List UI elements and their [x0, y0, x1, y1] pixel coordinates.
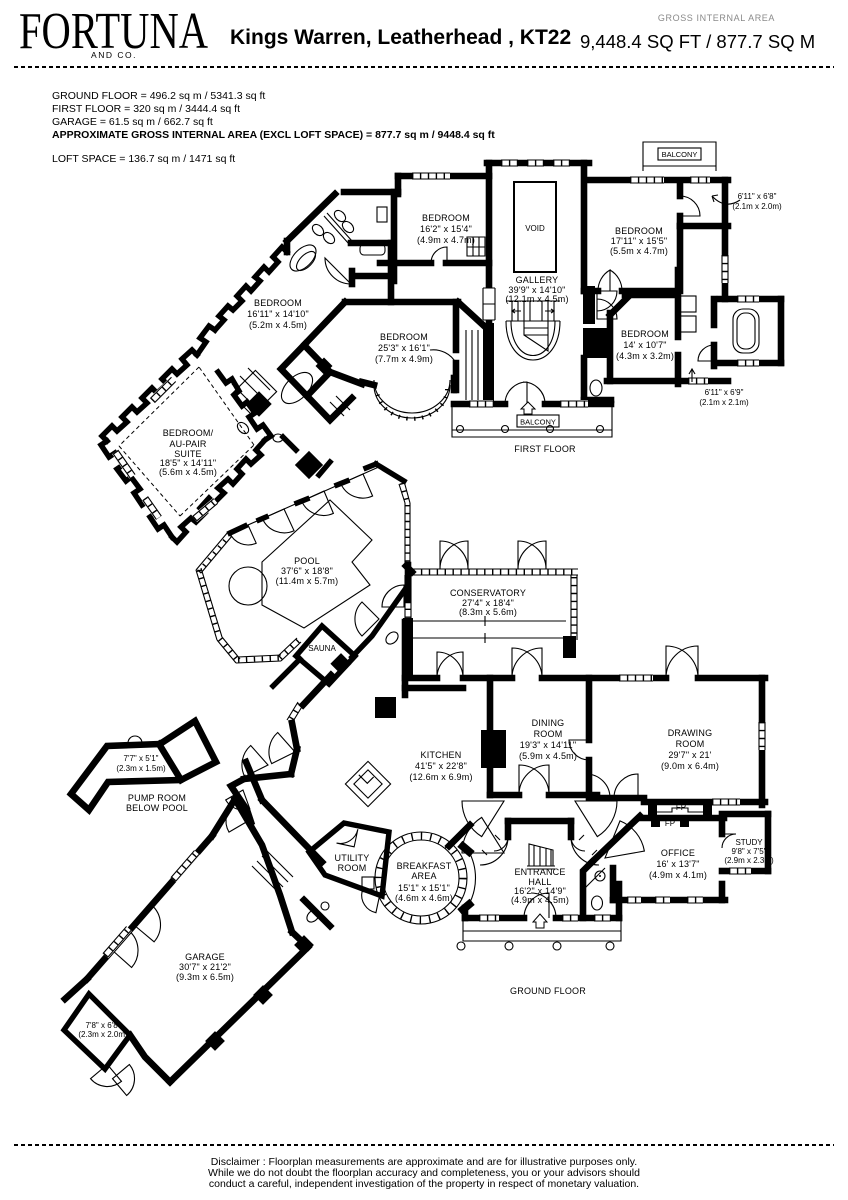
- svg-text:OFFICE: OFFICE: [661, 848, 695, 858]
- svg-text:29'7" x 21': 29'7" x 21': [668, 750, 711, 760]
- svg-text:GROSS INTERNAL AREA: GROSS INTERNAL AREA: [658, 13, 775, 23]
- svg-text:16' x 13'7": 16' x 13'7": [656, 859, 699, 869]
- svg-text:(4.9m x 4.1m): (4.9m x 4.1m): [649, 870, 707, 880]
- svg-text:FP: FP: [665, 819, 675, 828]
- svg-text:7'8" x 6'8": 7'8" x 6'8": [86, 1021, 121, 1030]
- svg-text:BALCONY: BALCONY: [662, 150, 698, 159]
- svg-text:KITCHEN: KITCHEN: [421, 750, 462, 760]
- svg-text:HALL: HALL: [528, 877, 551, 887]
- svg-text:39'9" x 14'10": 39'9" x 14'10": [508, 285, 565, 295]
- svg-text:(4.6m x 4.6m): (4.6m x 4.6m): [395, 893, 453, 903]
- svg-text:(4.3m x 3.2m): (4.3m x 3.2m): [616, 351, 674, 361]
- svg-text:41'5" x 22'8": 41'5" x 22'8": [415, 761, 467, 771]
- svg-text:6'11" x 6'9": 6'11" x 6'9": [705, 388, 744, 397]
- svg-text:Kings Warren, Leatherhead , KT: Kings Warren, Leatherhead , KT22: [230, 26, 571, 49]
- svg-text:16'2" x 14'9": 16'2" x 14'9": [514, 886, 566, 896]
- svg-text:9,448.4 SQ FT / 877.7 SQ M: 9,448.4 SQ FT / 877.7 SQ M: [580, 31, 815, 52]
- svg-text:18'5" x 14'11": 18'5" x 14'11": [160, 458, 217, 468]
- svg-text:27'4" x 18'4": 27'4" x 18'4": [462, 598, 514, 608]
- svg-text:BALCONY: BALCONY: [520, 418, 556, 427]
- svg-text:UTILITY: UTILITY: [335, 853, 370, 863]
- svg-text:BEDROOM: BEDROOM: [380, 332, 428, 342]
- svg-text:(5.9m x 4.5m): (5.9m x 4.5m): [519, 751, 577, 761]
- svg-text:LOFT SPACE = 136.7 sq m / 1471: LOFT SPACE = 136.7 sq m / 1471 sq ft: [52, 153, 235, 165]
- svg-text:16'2" x 15'4": 16'2" x 15'4": [420, 224, 472, 234]
- svg-text:37'6" x 18'8": 37'6" x 18'8": [281, 566, 333, 576]
- svg-text:BEDROOM: BEDROOM: [615, 226, 663, 236]
- svg-text:VOID: VOID: [525, 224, 545, 233]
- svg-text:(9.0m x 6.4m): (9.0m x 6.4m): [661, 761, 719, 771]
- svg-text:16'11" x 14'10": 16'11" x 14'10": [247, 309, 309, 319]
- svg-text:ROOM: ROOM: [338, 863, 367, 873]
- svg-text:(11.4m x 5.7m): (11.4m x 5.7m): [276, 576, 339, 586]
- svg-text:7'7" x 5'1": 7'7" x 5'1": [124, 754, 159, 763]
- svg-text:19'3" x 14'11": 19'3" x 14'11": [520, 740, 577, 750]
- svg-text:GARAGE = 61.5 sq m / 662.7 sq: GARAGE = 61.5 sq m / 662.7 sq ft: [52, 116, 213, 128]
- svg-text:(5.5m x 4.7m): (5.5m x 4.7m): [610, 246, 668, 256]
- svg-text:DINING: DINING: [532, 718, 565, 728]
- svg-text:BEDROOM/: BEDROOM/: [163, 428, 214, 438]
- svg-text:FIRST FLOOR = 320 sq m / 3444.: FIRST FLOOR = 320 sq m / 3444.4 sq ft: [52, 103, 240, 115]
- svg-text:(12.1m x 4.5m): (12.1m x 4.5m): [505, 294, 568, 304]
- svg-text:DRAWING: DRAWING: [668, 728, 713, 738]
- svg-text:GROUND FLOOR = 496.2 sq m / 53: GROUND FLOOR = 496.2 sq m / 5341.3 sq ft: [52, 90, 265, 102]
- svg-text:(12.6m x 6.9m): (12.6m x 6.9m): [409, 772, 472, 782]
- svg-text:(4.9m x 4.5m): (4.9m x 4.5m): [511, 895, 569, 905]
- svg-text:AU-PAIR: AU-PAIR: [169, 439, 207, 449]
- svg-text:9'8" x 7'5": 9'8" x 7'5": [732, 847, 767, 856]
- svg-text:(9.3m x 6.5m): (9.3m x 6.5m): [176, 972, 234, 982]
- svg-text:AND CO.: AND CO.: [91, 50, 137, 60]
- svg-text:GALLERY: GALLERY: [516, 275, 559, 285]
- svg-text:BEDROOM: BEDROOM: [254, 298, 302, 308]
- svg-text:ROOM: ROOM: [676, 739, 705, 749]
- svg-text:Disclaimer : Floorplan measure: Disclaimer : Floorplan measurements are …: [211, 1156, 637, 1168]
- svg-text:BEDROOM: BEDROOM: [422, 213, 470, 223]
- svg-text:(5.2m x 4.5m): (5.2m x 4.5m): [249, 320, 307, 330]
- svg-text:SAUNA: SAUNA: [308, 644, 336, 653]
- svg-text:STUDY: STUDY: [735, 838, 763, 847]
- svg-text:PUMP ROOM: PUMP ROOM: [128, 793, 186, 803]
- svg-text:(5.6m x 4.5m): (5.6m x 4.5m): [159, 467, 217, 477]
- svg-text:14' x 10'7": 14' x 10'7": [623, 340, 666, 350]
- svg-text:AREA: AREA: [411, 871, 436, 881]
- svg-text:(2.3m x 2.0m): (2.3m x 2.0m): [78, 1030, 128, 1039]
- svg-text:FP: FP: [676, 803, 686, 812]
- svg-text:6'11" x 6'8": 6'11" x 6'8": [738, 192, 777, 201]
- svg-text:conduct a careful, independent: conduct a careful, independent investiga…: [209, 1178, 639, 1190]
- svg-text:30'7" x 21'2": 30'7" x 21'2": [179, 962, 231, 972]
- svg-text:(2.9m x 2.3m): (2.9m x 2.3m): [724, 856, 774, 865]
- svg-text:ENTRANCE: ENTRANCE: [514, 867, 565, 877]
- svg-text:15'1" x 15'1": 15'1" x 15'1": [398, 883, 450, 893]
- svg-text:CONSERVATORY: CONSERVATORY: [450, 588, 526, 598]
- svg-text:17'11" x 15'5": 17'11" x 15'5": [611, 236, 668, 246]
- svg-text:FIRST FLOOR: FIRST FLOOR: [514, 444, 576, 454]
- svg-text:BREAKFAST: BREAKFAST: [397, 861, 452, 871]
- svg-text:BEDROOM: BEDROOM: [621, 329, 669, 339]
- svg-text:BELOW POOL: BELOW POOL: [126, 803, 188, 813]
- svg-text:(7.7m x 4.9m): (7.7m x 4.9m): [375, 354, 433, 364]
- svg-text:(8.3m x 5.6m): (8.3m x 5.6m): [459, 607, 517, 617]
- svg-text:25'3" x 16'1": 25'3" x 16'1": [378, 343, 430, 353]
- svg-text:GARAGE: GARAGE: [185, 952, 225, 962]
- svg-text:APPROXIMATE GROSS INTERNAL ARE: APPROXIMATE GROSS INTERNAL AREA (EXCL LO…: [52, 129, 495, 141]
- svg-text:GROUND FLOOR: GROUND FLOOR: [510, 986, 586, 996]
- svg-text:(4.9m x 4.7m): (4.9m x 4.7m): [417, 235, 475, 245]
- svg-text:(2.1m x 2.0m): (2.1m x 2.0m): [732, 202, 782, 211]
- svg-text:FORTUNA: FORTUNA: [19, 3, 208, 60]
- svg-text:While we do not doubt the floo: While we do not doubt the floorplan accu…: [208, 1167, 640, 1179]
- svg-text:(2.1m x 2.1m): (2.1m x 2.1m): [699, 398, 749, 407]
- svg-text:SUITE: SUITE: [174, 449, 202, 459]
- svg-text:(2.3m x 1.5m): (2.3m x 1.5m): [116, 764, 166, 773]
- svg-text:POOL: POOL: [294, 556, 320, 566]
- svg-text:ROOM: ROOM: [534, 729, 563, 739]
